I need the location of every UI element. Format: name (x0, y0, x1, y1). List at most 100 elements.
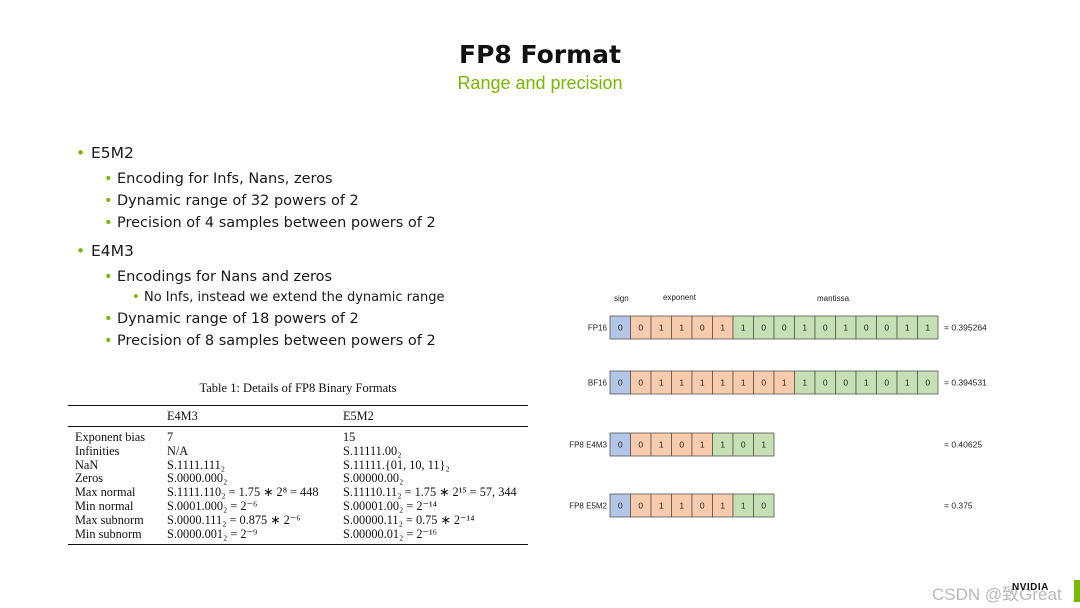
bit-value: 0 (638, 501, 643, 511)
bit-value: 0 (618, 501, 623, 511)
exponent-header: exponent (663, 293, 697, 302)
bit-value: 1 (679, 378, 684, 388)
format-label: FP8 E4M3 (569, 441, 607, 450)
table-row: Zeros S.0000.000₂ S.00000.00₂ (68, 472, 528, 486)
bit-value: 0 (638, 323, 643, 333)
bit-value: 1 (700, 440, 705, 450)
bit-value: 1 (802, 323, 807, 333)
bullet-e4m3-range: Dynamic range of 18 powers of 2 (76, 308, 445, 330)
table-cell: Min subnorm (68, 527, 167, 546)
bit-value: 0 (679, 440, 684, 450)
bit-value: 0 (823, 378, 828, 388)
bit-cell (917, 315, 939, 340)
table-row: Max normal S.1111.110₂ = 1.75 ∗ 2⁸ = 448… (68, 485, 528, 500)
slide-subtitle: Range and precision (457, 73, 623, 93)
mantissa-header: mantissa (817, 294, 850, 303)
bit-value: 1 (659, 501, 664, 511)
bullet-e5m2-encoding: Encoding for Infs, Nans, zeros (76, 168, 445, 190)
table-cell: Max subnorm (75, 512, 144, 527)
table-header-cell: E4M3 (167, 405, 343, 427)
table-cell: Zeros (75, 471, 103, 486)
bit-value: 0 (843, 378, 848, 388)
table-cell: Infinities (75, 443, 120, 458)
bit-cell (917, 370, 939, 395)
bit-value: 0 (638, 378, 643, 388)
slide-title: FP8 Format (459, 40, 621, 69)
bit-value: 1 (864, 378, 869, 388)
table-cell: S.0001.000₂ = 2⁻⁶ (167, 498, 258, 513)
format-label: FP8 E5M2 (569, 502, 607, 511)
decoded-value: = 0.40625 (944, 440, 982, 450)
bit-value: 1 (905, 323, 910, 333)
bit-value: 1 (720, 323, 725, 333)
table-cell: N/A (167, 443, 189, 458)
bit-value: 1 (659, 440, 664, 450)
brand-bar (1074, 580, 1080, 602)
bit-value: 1 (720, 440, 725, 450)
table-cell: NaN (75, 457, 99, 472)
bit-value: 1 (720, 501, 725, 511)
bit-value: 1 (741, 501, 746, 511)
bit-value: 0 (782, 323, 787, 333)
bullet-e4m3-no-infs: No Infs, instead we extend the dynamic r… (76, 288, 445, 308)
table-row: Infinities N/A S.11111.00₂ (68, 443, 528, 459)
decoded-value: = 0.394531 (944, 378, 987, 388)
bit-value: 1 (782, 378, 787, 388)
bit-value: 0 (741, 440, 746, 450)
bullet-e5m2: E5M2 (76, 142, 445, 168)
table-cell: S.1111.111₂ (167, 457, 226, 472)
bullet-e4m3: E4M3 (76, 240, 445, 266)
bit-value: 1 (720, 378, 725, 388)
bullet-list: E5M2 Encoding for Infs, Nans, zeros Dyna… (76, 142, 445, 352)
table-row: Min normal S.0001.000₂ = 2⁻⁶ S.00001.00₂… (68, 498, 528, 514)
decoded-value: = 0.395264 (944, 323, 987, 333)
bit-value: 0 (884, 323, 889, 333)
table-caption: Table 1: Details of FP8 Binary Formats (199, 381, 397, 395)
sign-header: sign (614, 294, 629, 303)
table-cell: 15 (343, 430, 356, 444)
bit-value: 0 (864, 323, 869, 333)
decoded-value: = 0.375 (944, 501, 973, 511)
bit-value: 1 (802, 378, 807, 388)
bit-value: 1 (741, 378, 746, 388)
bit-value: 1 (925, 323, 930, 333)
csdn-watermark: CSDN @致Great (932, 585, 1062, 604)
bit-value: 0 (618, 378, 623, 388)
bit-value: 1 (679, 323, 684, 333)
table-header-cell (68, 405, 167, 427)
bit-value: 0 (761, 378, 766, 388)
table-cell: S.11111.{01, 10, 11}₂ (343, 457, 450, 472)
bit-cell (753, 493, 775, 518)
bit-value: 1 (659, 378, 664, 388)
bullet-e5m2-precision: Precision of 4 samples between powers of… (76, 212, 445, 234)
bit-value: 0 (823, 323, 828, 333)
table-cell: S.11111.00₂ (343, 443, 402, 458)
table-cell: S.00001.00₂ = 2⁻¹⁴ (343, 498, 438, 513)
table-header-cell: E5M2 (343, 405, 528, 427)
bit-value: 1 (700, 378, 705, 388)
table-cell: S.0000.111₂ = 0.875 ∗ 2⁻⁶ (167, 512, 301, 527)
bit-value: 0 (700, 501, 705, 511)
table-cell: S.00000.11₂ = 0.75 ∗ 2⁻¹⁴ (343, 512, 475, 527)
bit-value: 1 (905, 378, 910, 388)
bullet-e4m3-precision: Precision of 8 samples between powers of… (76, 330, 445, 352)
bit-value: 1 (761, 440, 766, 450)
table-cell: S.00000.00₂ (343, 471, 404, 486)
bit-value: 0 (618, 440, 623, 450)
table-row: Max subnorm S.0000.111₂ = 0.875 ∗ 2⁻⁶ S.… (68, 512, 528, 528)
table-header-row: E4M3 E5M2 (68, 405, 528, 427)
bit-cell (753, 432, 775, 457)
nvidia-logo: NVIDIA (1012, 582, 1049, 593)
bit-value: 0 (638, 440, 643, 450)
table-row: NaN S.1111.111₂ S.11111.{01, 10, 11}₂ (68, 457, 528, 473)
table-cell: S.11110.11₂ = 1.75 ∗ 2¹⁵ = 57, 344 (343, 485, 517, 500)
bullet-e4m3-encoding: Encodings for Nans and zeros (76, 266, 445, 288)
bit-value: 0 (618, 323, 623, 333)
bit-value: 0 (761, 501, 766, 511)
table-cell: Min normal (75, 498, 134, 513)
bit-value: 1 (659, 323, 664, 333)
table-cell: Exponent bias (75, 430, 146, 444)
bit-value: 1 (843, 323, 848, 333)
bit-value: 0 (925, 378, 930, 388)
format-label: FP16 (588, 324, 608, 333)
